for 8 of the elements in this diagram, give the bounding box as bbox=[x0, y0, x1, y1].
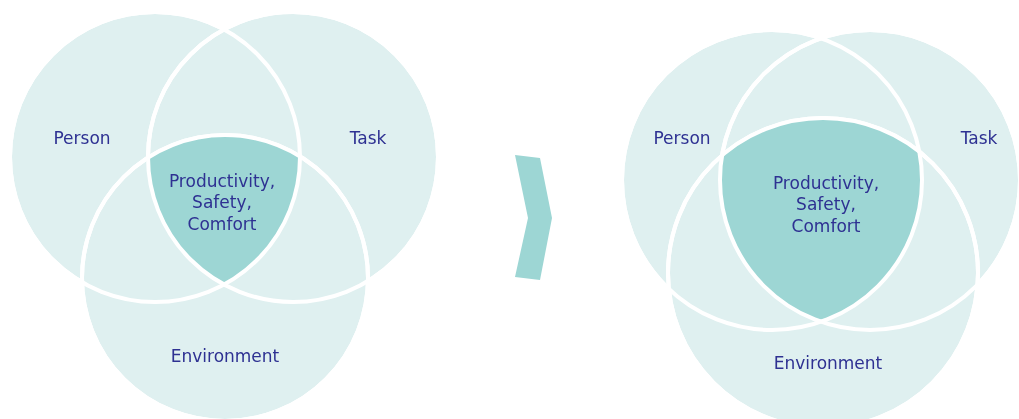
circle-label: Person bbox=[53, 128, 111, 150]
circle-label: Task bbox=[960, 128, 998, 150]
circle-label: Environment bbox=[773, 353, 883, 375]
circle-label: Task bbox=[349, 128, 387, 150]
outcome-label: Productivity, Safety, Comfort bbox=[771, 173, 881, 237]
outcome-label: Productivity, Safety, Comfort bbox=[167, 171, 277, 235]
circle-label: Person bbox=[653, 128, 711, 150]
circle-label: Environment bbox=[170, 346, 280, 368]
